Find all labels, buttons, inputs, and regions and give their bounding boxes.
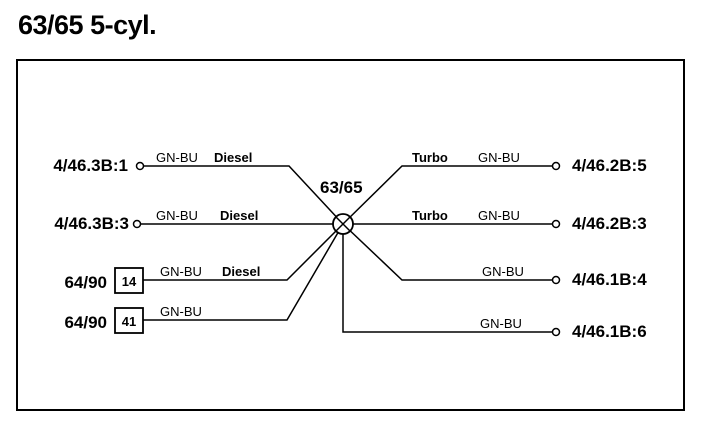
wire-color-label: GN-BU xyxy=(160,264,202,279)
wire-left-4 xyxy=(143,223,344,321)
splice-connector-icon xyxy=(332,213,354,235)
pin-box-14 xyxy=(114,267,144,294)
wire-color-label: GN-BU xyxy=(160,304,202,319)
wire-left-3 xyxy=(143,223,344,281)
splice-label: 63/65 xyxy=(320,178,363,197)
terminal-right-4 xyxy=(551,327,561,337)
wire-color-label: GN-BU xyxy=(482,264,524,279)
terminal-right-1 xyxy=(551,161,561,171)
terminal-left-1 xyxy=(135,161,145,171)
pin-box-41 xyxy=(114,307,144,334)
pin-number: 14 xyxy=(122,274,137,289)
wire-type-label: Turbo xyxy=(412,150,448,165)
wire-color-label: GN-BU xyxy=(478,208,520,223)
wire-type-label: Diesel xyxy=(222,264,260,279)
connector-label: 4/46.1B:4 xyxy=(572,270,647,289)
connector-label: 4/46.3B:1 xyxy=(53,156,128,175)
pin-number: 41 xyxy=(122,314,136,329)
wire-color-label: GN-BU xyxy=(478,150,520,165)
connector-label: 4/46.3B:3 xyxy=(54,214,129,233)
diagram-frame xyxy=(16,59,685,411)
wire-type-label: Turbo xyxy=(412,208,448,223)
diagram-title: 63/65 5-cyl. xyxy=(18,10,157,40)
connector-label: 64/90 xyxy=(64,313,107,332)
wire-right-1 xyxy=(342,165,552,225)
wire-type-label: Diesel xyxy=(214,150,252,165)
wire-right-3 xyxy=(342,223,552,281)
terminal-right-3 xyxy=(551,275,561,285)
terminal-left-2 xyxy=(132,219,142,229)
connector-label: 64/90 xyxy=(64,273,107,292)
connector-label: 4/46.2B:5 xyxy=(572,156,647,175)
wire-color-label: GN-BU xyxy=(156,208,198,223)
wire-type-label: Diesel xyxy=(220,208,258,223)
wire-color-label: GN-BU xyxy=(480,316,522,331)
wire-left-1 xyxy=(143,165,344,225)
connector-label: 4/46.1B:6 xyxy=(572,322,647,341)
terminal-right-2 xyxy=(551,219,561,229)
wire-color-label: GN-BU xyxy=(156,150,198,165)
connector-label: 4/46.2B:3 xyxy=(572,214,647,233)
wire-right-4 xyxy=(342,224,552,333)
